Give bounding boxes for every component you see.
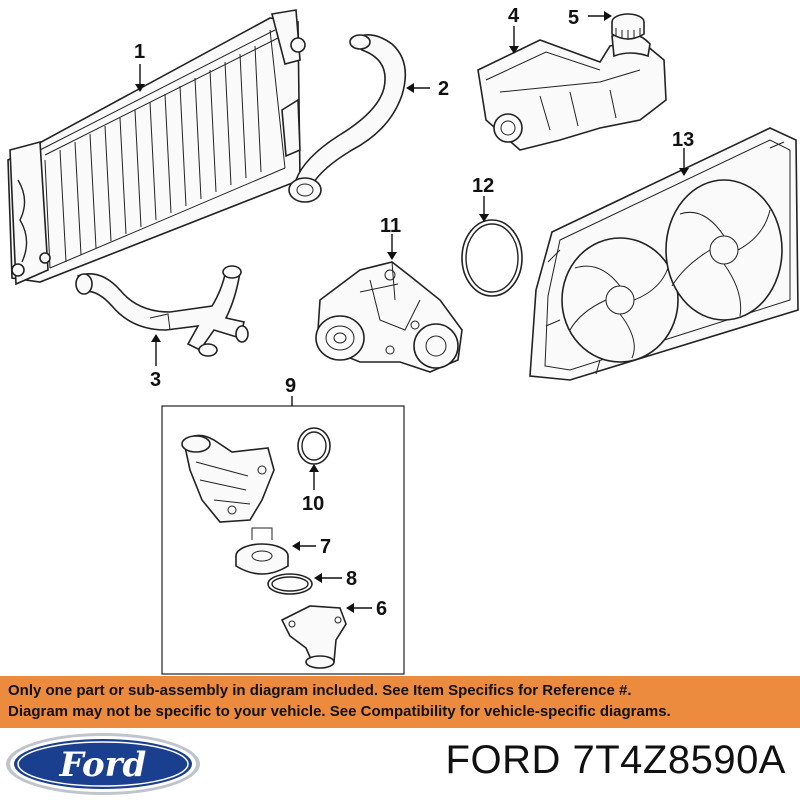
disclaimer-line-1: Only one part or sub-assembly in diagram… [8, 682, 632, 699]
callout-5: 5 [568, 7, 579, 29]
thermostat-gasket [267, 573, 313, 595]
callout-1: 1 [134, 41, 145, 63]
footer: Ford FORD 7T4Z8590A [0, 728, 800, 800]
callout-9: 9 [285, 375, 296, 397]
part-number: FORD 7T4Z8590A [445, 738, 786, 782]
housing-o-ring [297, 427, 331, 465]
radiator [7, 9, 306, 286]
thermostat-cover [280, 605, 347, 669]
disclaimer-banner: Only one part or sub-assembly in diagram… [0, 676, 800, 728]
disclaimer-line-2: Diagram may not be specific to your vehi… [8, 703, 671, 720]
thermostat-housing [181, 434, 275, 523]
leader-lines [135, 11, 689, 613]
lower-radiator-hose [75, 265, 249, 357]
callout-4: 4 [508, 5, 520, 27]
callout-12: 12 [472, 175, 494, 197]
reservoir-cap [611, 13, 645, 40]
callout-13: 13 [672, 129, 694, 151]
callout-6: 6 [376, 598, 387, 620]
callout-11: 11 [380, 215, 401, 237]
callout-2: 2 [438, 78, 449, 100]
callout-7: 7 [320, 536, 331, 558]
ford-logo: Ford [6, 733, 200, 795]
coolant-reservoir [477, 32, 667, 151]
water-pump [315, 261, 463, 373]
ford-logo-text: Ford [59, 745, 147, 785]
callout-8: 8 [346, 568, 357, 590]
callout-3: 3 [150, 369, 161, 391]
thermostat [235, 527, 289, 575]
upper-radiator-hose [288, 34, 407, 203]
parts-diagram: 1 2 3 4 5 6 7 8 9 10 11 12 13 [7, 5, 799, 675]
thermostat-group-box [161, 405, 405, 675]
fan-shroud-assembly [529, 127, 799, 381]
callout-10: 10 [302, 493, 324, 515]
water-pump-gasket [461, 219, 523, 297]
